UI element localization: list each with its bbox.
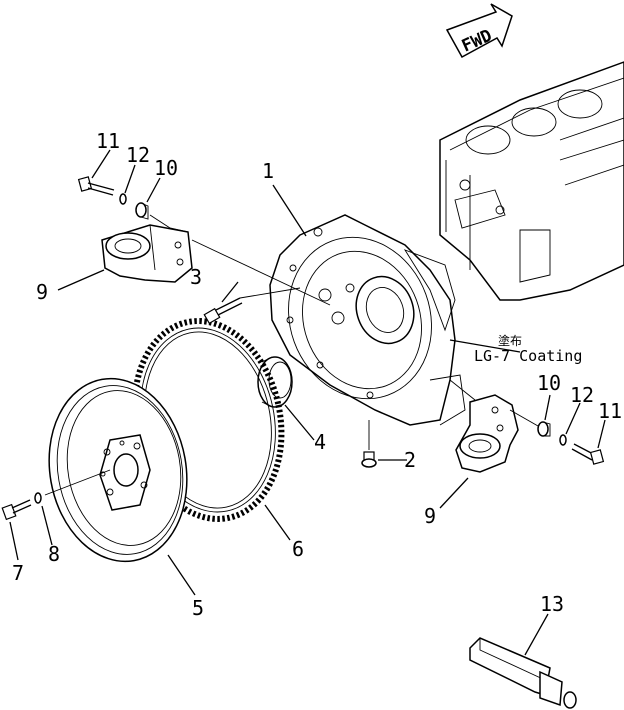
callout-11-right: 11	[598, 399, 622, 423]
engine-block	[439, 61, 624, 301]
washer-left	[119, 193, 127, 205]
fwd-arrow: FWD	[445, 3, 513, 59]
flywheel-housing	[269, 214, 466, 426]
callout-10-left: 10	[154, 156, 178, 180]
tool-13	[469, 637, 577, 709]
callout-9-right: 9	[424, 504, 436, 528]
callout-3: 3	[190, 265, 202, 289]
flywheel	[48, 377, 188, 563]
callout-2: 2	[404, 448, 416, 472]
callout-4: 4	[314, 430, 326, 454]
callout-12-left: 12	[126, 143, 150, 167]
callout-5: 5	[192, 596, 204, 620]
bolt-left	[77, 176, 115, 196]
callout-6: 6	[292, 537, 304, 561]
callout-10-right: 10	[537, 371, 561, 395]
washer-8	[34, 492, 42, 504]
bracket-left	[77, 176, 193, 283]
sleeve-left	[135, 202, 149, 220]
coating-note-jp: 塗布	[498, 333, 522, 348]
plug-2	[361, 451, 377, 468]
callout-12-right: 12	[570, 383, 594, 407]
washer-right	[559, 434, 567, 446]
callout-9-left: 9	[36, 280, 48, 304]
bolt-7	[1, 499, 32, 521]
callout-13: 13	[540, 592, 564, 616]
callout-7: 7	[12, 561, 24, 585]
callout-8: 8	[48, 542, 60, 566]
bracket-right	[455, 394, 605, 473]
callout-11-left: 11	[96, 129, 120, 153]
coating-note: LG-7 Coating	[474, 347, 582, 365]
assembly-lines	[9, 149, 606, 656]
bolt-right	[571, 443, 605, 465]
sleeve-right	[537, 421, 551, 437]
bolt-3	[203, 297, 243, 325]
callout-1: 1	[262, 159, 274, 183]
